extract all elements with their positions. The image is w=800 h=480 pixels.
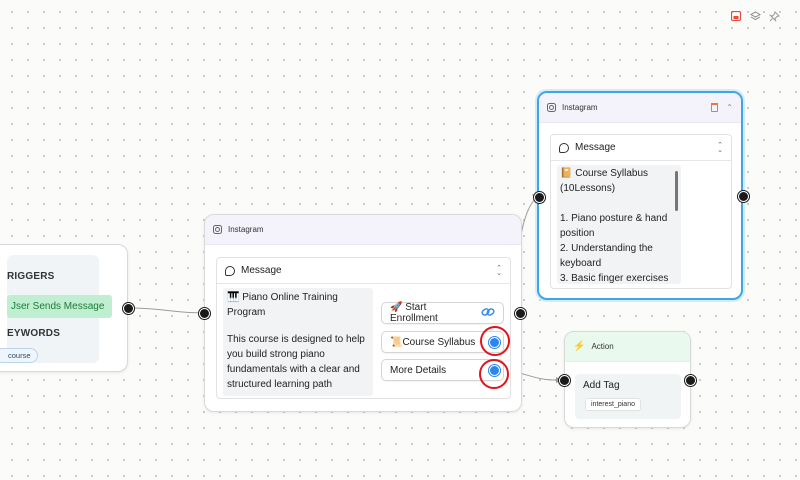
edge-trigger-to-message [127,307,206,314]
trigger-output-handle[interactable] [123,303,134,314]
message-body: This course is designed to help you buil… [227,334,365,390]
syllabus-item: 1. Piano posture & hand position [560,213,668,239]
message-block: Message ⌃⌄ 🎹 Piano Online Training Progr… [216,257,511,399]
message-input-handle[interactable] [199,308,210,319]
instagram-icon [547,103,556,112]
action-node[interactable]: ⚡ Action Add Tag interest_piano [559,331,696,428]
keyword-chip[interactable]: course [0,348,38,363]
syllabus-item: 3. Basic finger exercises [560,273,669,284]
text-scrollbar[interactable] [675,171,678,211]
tag-chip[interactable]: interest_piano [585,398,641,411]
message-text[interactable]: 🎹 Piano Online Training Program This cou… [223,288,373,396]
syllabus-output-handle[interactable] [738,191,749,202]
instagram-message-node[interactable]: Instagram Message ⌃⌄ 🎹 Piano Online Trai… [199,214,526,412]
action-title: Action [591,342,614,351]
syllabus-item: 2. Understanding the keyboard [560,243,653,269]
start-enrollment-button[interactable]: 🚀 Start Enrollment [381,302,504,324]
message-type-label: Message [241,265,282,276]
trigger-panel: RIGGERS Jser Sends Message EYWORDS cours… [0,255,113,363]
canvas-toolbar [730,10,780,22]
syllabus-input-handle[interactable] [534,192,545,203]
message-type-label: Message [575,142,616,153]
message-type-select[interactable]: Message ⌃⌄ [551,135,731,161]
save-icon[interactable] [730,10,742,22]
message-text[interactable]: 📔 Course Syllabus (10Lessons) 1. Piano p… [557,165,681,284]
updown-chevron-icon: ⌃⌄ [496,264,502,277]
node-platform-label: Instagram [562,103,598,112]
add-tag-block[interactable]: Add Tag interest_piano [575,374,681,419]
instagram-icon [213,225,222,234]
more-details-label: More Details [390,364,447,376]
node-header: Instagram [205,215,521,245]
action-output-handle[interactable] [685,375,696,386]
bolt-icon: ⚡ [573,341,586,352]
message-type-select[interactable]: Message ⌃⌄ [217,258,510,284]
node-header: ⚡ Action [565,332,690,362]
highlight-ring-syllabus [480,326,510,356]
start-enrollment-label: 🚀 Start Enrollment [390,302,438,324]
node-platform-label: Instagram [228,225,264,234]
chat-bubble-icon [225,265,235,276]
node-header: Instagram ⌃ [539,93,741,123]
message-block: Message ⌃⌄ 📔 Course Syllabus (10Lessons)… [550,134,732,289]
trigger-node[interactable]: RIGGERS Jser Sends Message EYWORDS cours… [0,244,134,372]
link-icon [481,306,495,321]
chat-bubble-icon [559,142,569,153]
keywords-heading: EYWORDS [7,328,61,339]
highlight-ring-details [479,359,509,389]
trigger-user-sends-message[interactable]: Jser Sends Message [7,295,113,318]
delete-icon[interactable] [711,103,719,112]
course-syllabus-label: 📜Course Syllabus [390,336,476,348]
triggers-heading: RIGGERS [7,271,55,282]
message-title: 🎹 Piano Online Training Program [227,292,338,318]
pin-icon[interactable] [768,10,780,22]
layers-icon[interactable] [749,10,761,22]
message-output-handle[interactable] [515,308,526,319]
instagram-syllabus-node[interactable]: Instagram ⌃ Message ⌃⌄ 📔 Course Syllabus… [534,91,749,300]
syllabus-heading: 📔 Course Syllabus (10Lessons) [560,168,649,194]
add-tag-label: Add Tag [583,380,620,391]
action-input-handle[interactable] [559,375,570,386]
collapse-chevron-icon[interactable]: ⌃ [726,103,733,112]
updown-chevron-icon: ⌃⌄ [717,141,723,154]
